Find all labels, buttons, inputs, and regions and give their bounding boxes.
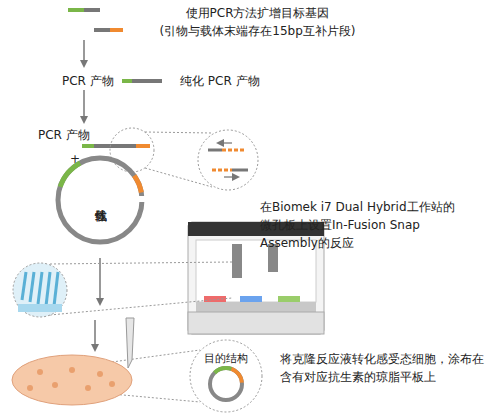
colony [37, 369, 43, 375]
pcr-bar [132, 79, 162, 83]
pcr-bar-end [122, 79, 132, 83]
vector-end [210, 368, 242, 400]
step-arrow [94, 320, 96, 350]
colony [97, 371, 103, 377]
step-label: 纯化 PCR 产物 [180, 72, 260, 90]
zoom-circle [110, 128, 154, 172]
step-label: PCR 产物 [62, 72, 114, 90]
step-label: PCR 产物 [38, 126, 90, 144]
tip [54, 272, 58, 306]
robot-base [188, 312, 324, 334]
node-label: 目的结构 [204, 352, 248, 365]
colony [109, 381, 115, 387]
direction-arrow [224, 177, 238, 178]
zoom-circle [198, 130, 258, 190]
vector-end [58, 158, 142, 242]
pcr-bar-end [82, 144, 94, 148]
tip [22, 272, 26, 300]
dna-overlap [212, 169, 232, 172]
vector-end [58, 158, 142, 242]
primer [84, 8, 100, 12]
plate-row [18, 304, 62, 312]
step-label: 使用PCR方法扩增目标基因 (引物与载体末端存在15bp互补片段) [140, 4, 375, 40]
dna-overlap [222, 149, 244, 152]
tip [46, 272, 50, 306]
pipette [126, 318, 134, 368]
primer-tail [110, 28, 123, 32]
tip [30, 272, 34, 302]
primer-tail [68, 8, 84, 12]
labware [278, 296, 300, 302]
step-label: 在Biomek i7 Dual Hybrid工作站的微孔板上设置In-Fusio… [260, 198, 455, 252]
vector-end [210, 368, 242, 400]
pcr-bar-end [136, 144, 150, 148]
colony [27, 385, 33, 391]
leader-line [112, 350, 200, 362]
colony [69, 367, 75, 373]
colony [52, 382, 58, 388]
pcr-bar [94, 144, 136, 148]
vector-gap [138, 196, 148, 202]
primer [94, 28, 110, 32]
robot-deck [196, 302, 316, 312]
colony [85, 385, 91, 391]
construct-outline [190, 340, 262, 412]
vector-ring [58, 158, 142, 242]
direction-arrow [218, 143, 232, 144]
leader-line [112, 394, 200, 402]
node-outline [188, 338, 264, 414]
step-label: 将克隆反应液转化感受态细胞，涂布在含有对应抗生素的琼脂平板上 [280, 350, 485, 386]
step-arrow [99, 258, 101, 304]
step-arrow [83, 40, 85, 66]
construct-circle: 目的结构 [188, 338, 264, 414]
vector-ring [210, 368, 242, 400]
labware [240, 296, 262, 302]
leader-line [50, 298, 232, 315]
dna-strand [232, 169, 248, 172]
leader-line [50, 262, 232, 264]
node-outline [52, 152, 148, 248]
colonies [27, 367, 115, 391]
robot-arm [232, 244, 242, 278]
linear-vector: 线性载体 [52, 152, 148, 248]
agar-plate [12, 355, 132, 405]
tip [38, 272, 42, 304]
tips-circle [13, 263, 67, 317]
step-arrow [83, 90, 85, 122]
leader-line [145, 132, 212, 133]
dna-strand [208, 149, 222, 152]
pipette-tips [22, 272, 58, 306]
